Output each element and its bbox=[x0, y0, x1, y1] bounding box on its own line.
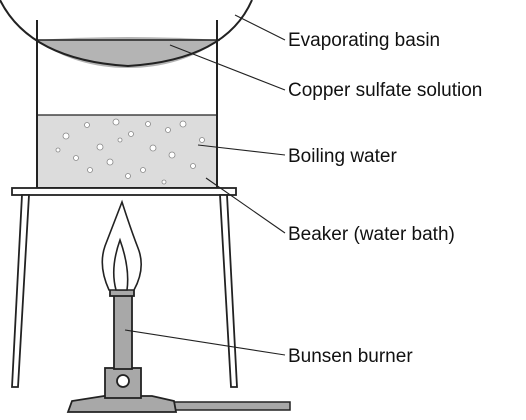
bubbles bbox=[55, 118, 205, 185]
leader-boiling-water bbox=[197, 144, 286, 156]
evaporating-basin bbox=[0, 0, 253, 68]
bunsen-burner bbox=[66, 287, 178, 413]
tripod-left-leg bbox=[11, 194, 30, 388]
tripod-plate bbox=[11, 187, 237, 196]
flame-inner bbox=[112, 237, 129, 291]
flame bbox=[101, 199, 142, 291]
leader-beaker bbox=[205, 177, 286, 234]
air-hole bbox=[116, 374, 130, 388]
burner-base bbox=[66, 395, 178, 413]
label-copper-sulfate-solution: Copper sulfate solution bbox=[288, 80, 482, 101]
label-beaker: Beaker (water bath) bbox=[288, 224, 455, 245]
gas-tube bbox=[169, 401, 291, 411]
leader-bunsen-burner bbox=[124, 329, 286, 356]
leader-evaporating-basin bbox=[234, 14, 286, 41]
basin-outline bbox=[0, 0, 253, 68]
label-evaporating-basin: Evaporating basin bbox=[288, 30, 440, 51]
tripod-stand bbox=[11, 187, 238, 388]
tripod-right-leg bbox=[219, 194, 238, 388]
label-boiling-water: Boiling water bbox=[288, 146, 397, 167]
leader-copper-sulfate-solution bbox=[169, 44, 286, 91]
leader-lines bbox=[124, 14, 286, 356]
label-bunsen-burner: Bunsen burner bbox=[288, 346, 413, 367]
